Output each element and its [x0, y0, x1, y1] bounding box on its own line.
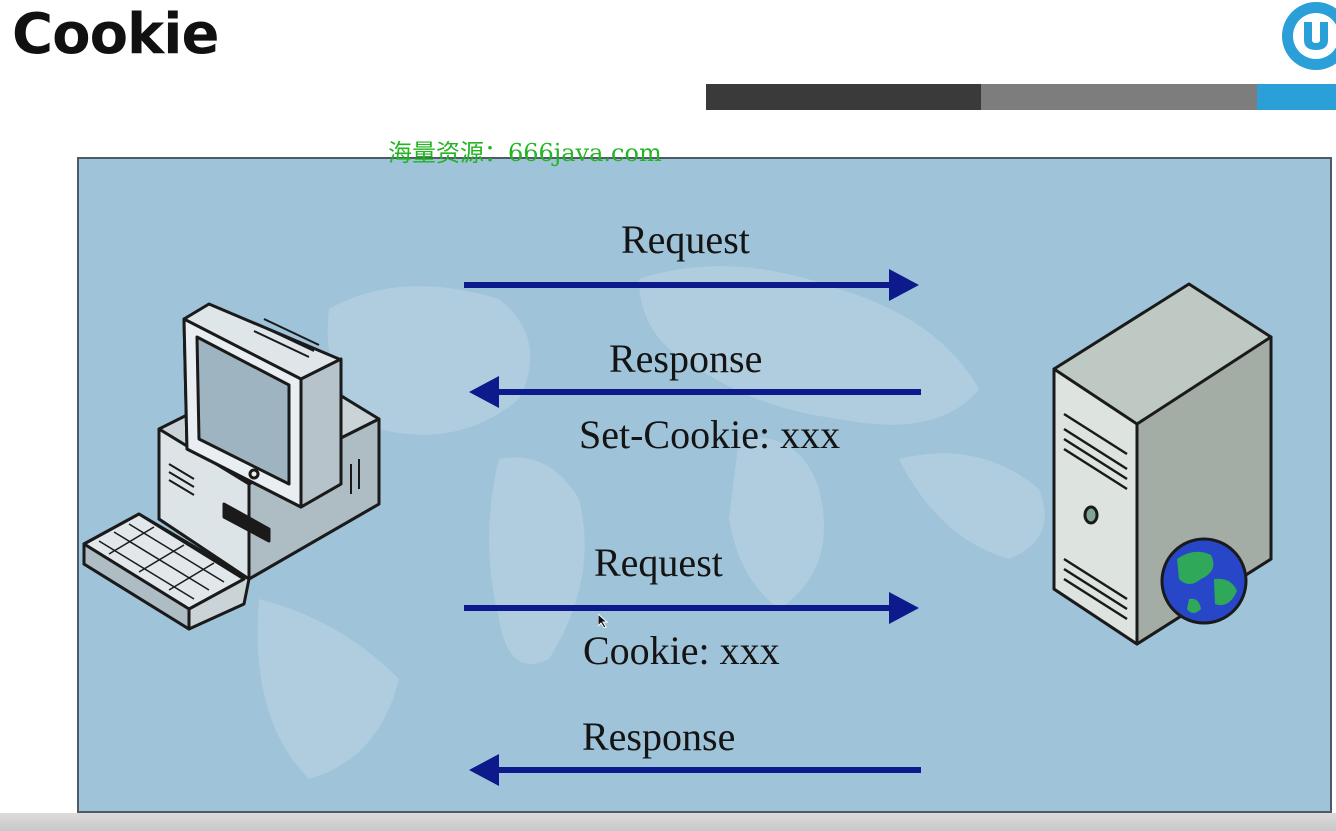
header-bar-dark: [706, 84, 981, 110]
computer-icon: [82, 302, 381, 631]
slide-title: Cookie: [12, 2, 219, 67]
step-1-label: Request: [621, 217, 750, 262]
server-globe-icon: [1052, 282, 1273, 646]
watermark-text: 海量资源：666java.com: [388, 139, 662, 167]
step-3-sublabel: Cookie: xxx: [583, 628, 780, 673]
step-3-label: Request: [594, 540, 723, 585]
arrow-left-icon: [469, 754, 499, 786]
brand-logo-icon: [1276, 0, 1336, 72]
arrow-right-icon: [889, 269, 919, 301]
header-bar-blue: [1257, 84, 1336, 110]
step-2-sublabel: Set-Cookie: xxx: [579, 412, 841, 457]
mouse-cursor-icon: [597, 612, 609, 632]
arrows-layer: [464, 269, 921, 786]
step-2-label: Response: [609, 336, 763, 381]
world-map-background: [257, 266, 1045, 779]
step-4-label: Response: [582, 714, 736, 759]
globe-icon: [1160, 537, 1248, 625]
arrow-left-icon: [469, 376, 499, 408]
arrow-right-icon: [889, 592, 919, 624]
bottom-strip: [0, 813, 1336, 831]
header-bar-gray: [981, 84, 1257, 110]
cookie-flow-diagram: Request Response Set-Cookie: xxx Request…: [77, 157, 1332, 813]
